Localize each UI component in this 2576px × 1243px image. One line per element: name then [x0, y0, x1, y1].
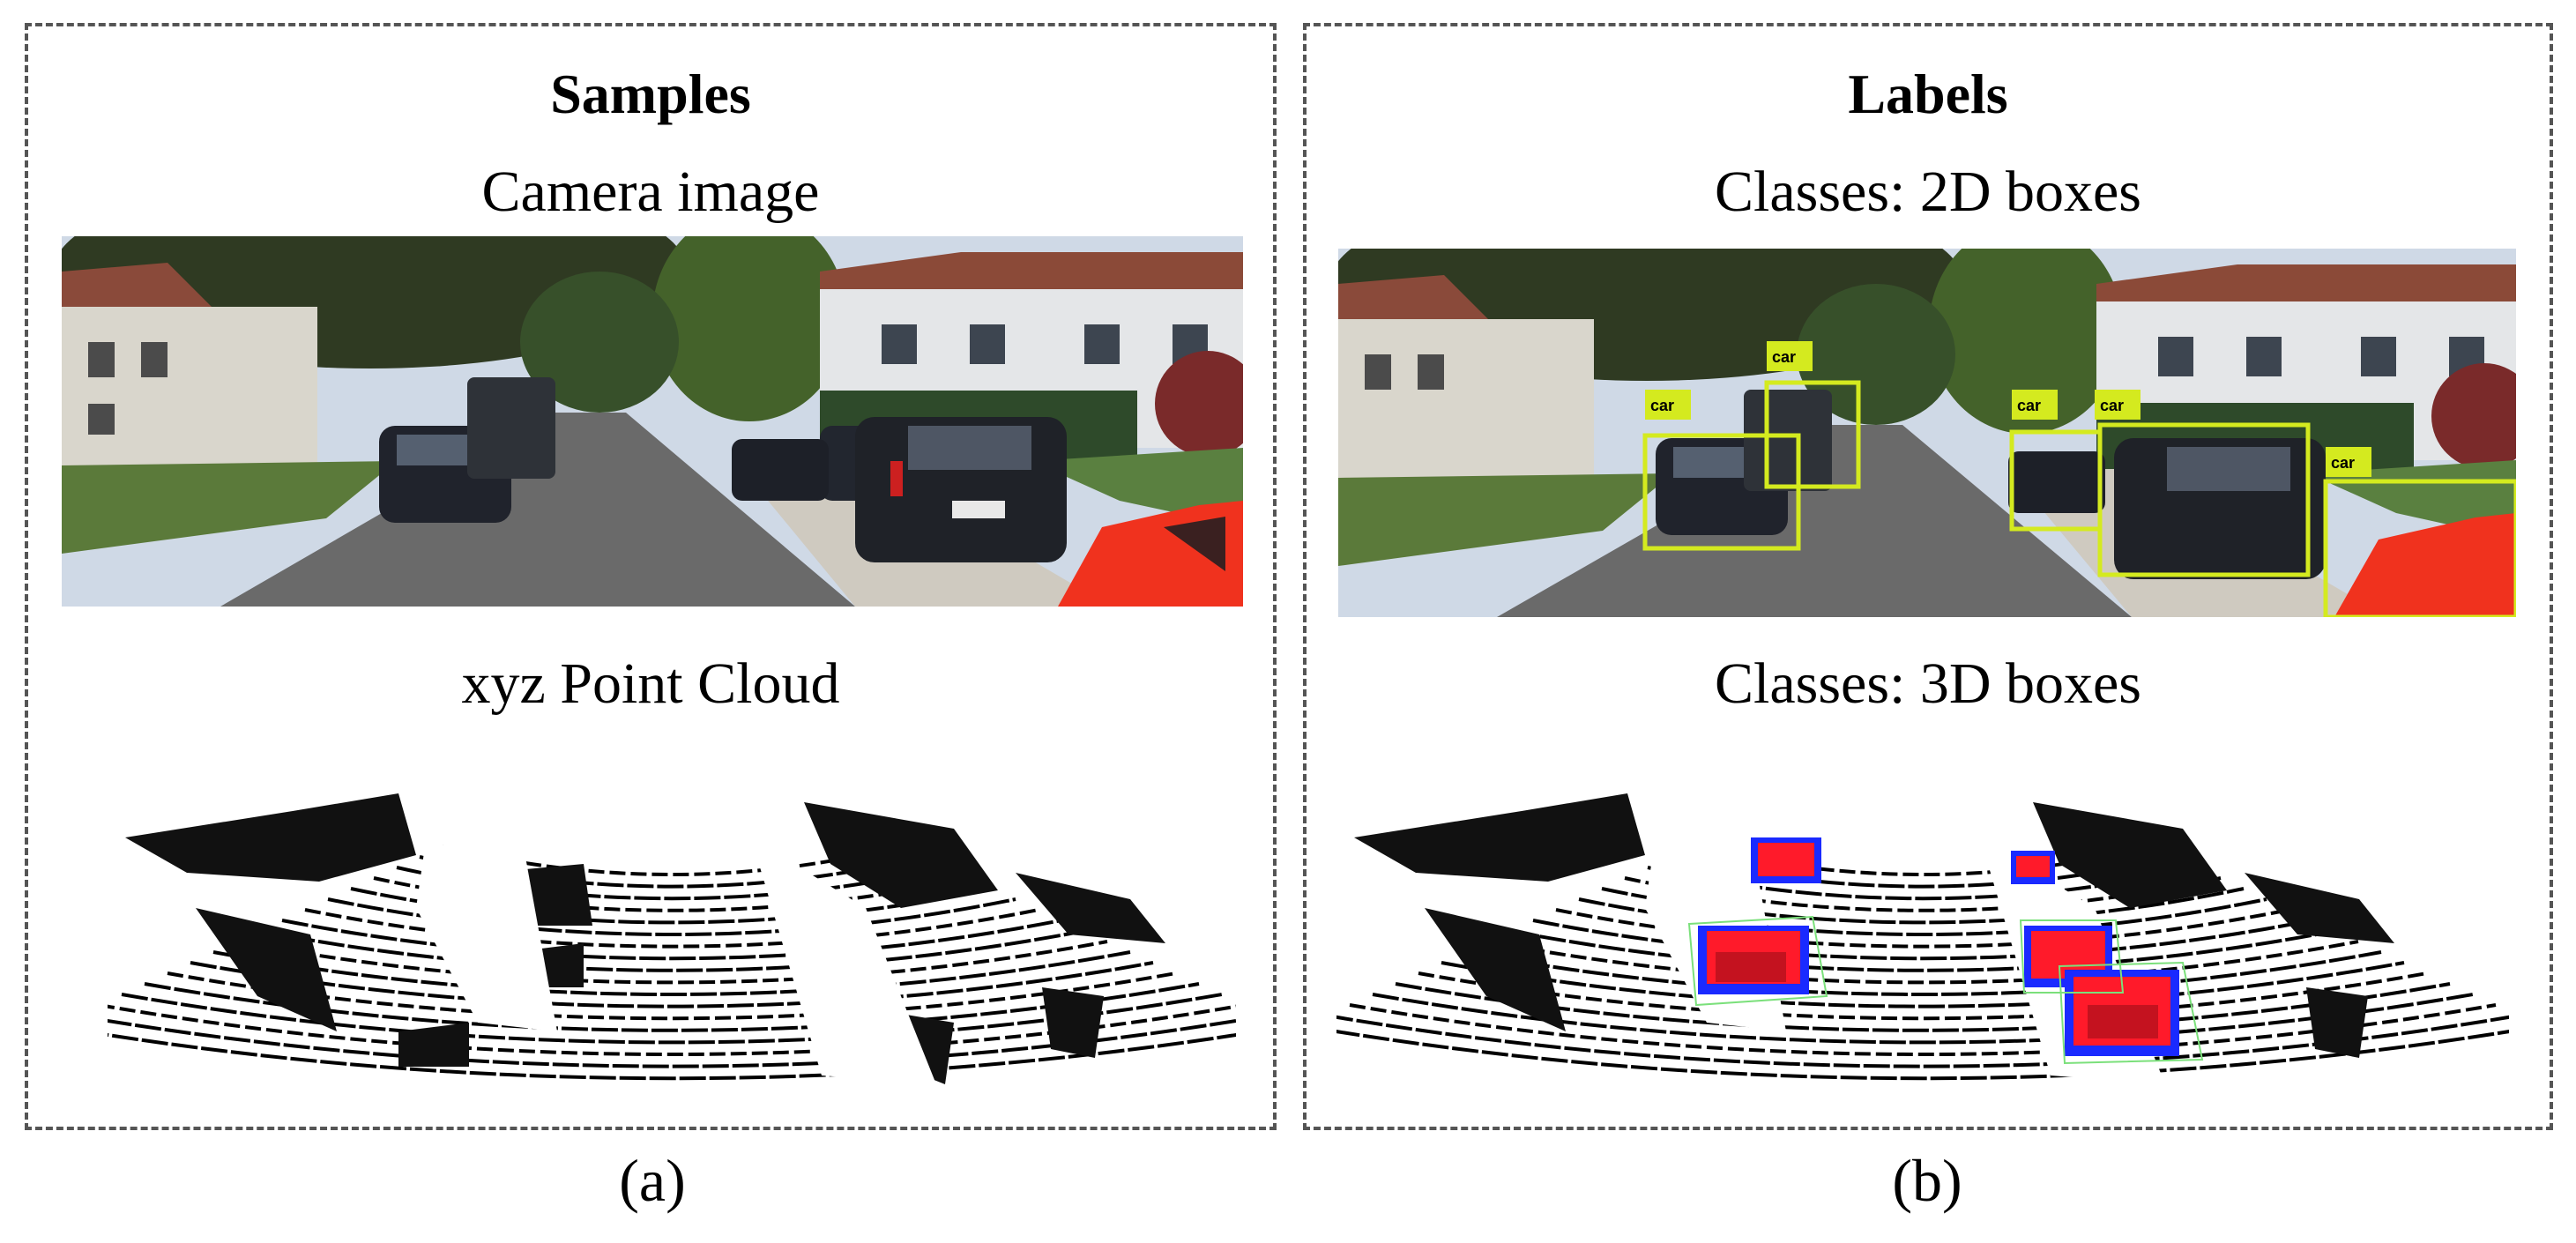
scan-line: [190, 961, 1154, 1009]
samples-heading: Samples: [550, 63, 751, 125]
point-cloud-label: xyz Point Cloud: [461, 651, 840, 716]
car-tag: car: [2331, 454, 2355, 472]
point-cloud-image: [108, 732, 1236, 1120]
scan-line: [304, 908, 1039, 949]
caption-a: (a): [619, 1147, 686, 1214]
3d-boxes: [1698, 837, 2179, 1056]
box-tags: car car car car car: [1645, 341, 2371, 477]
labels-heading: Labels: [1848, 63, 2008, 125]
2d-boxes: [1642, 380, 2516, 617]
car-tag: car: [1650, 397, 1674, 414]
scan-line: [1441, 961, 2405, 1009]
camera-image: [62, 236, 1243, 607]
camera-image-label: Camera image: [481, 160, 820, 224]
samples-panel: Samples Camera image: [25, 23, 1277, 1130]
scan-line: [108, 1032, 1236, 1081]
scan-line: [1418, 971, 2428, 1021]
2d-boxes-label: Classes: 2D boxes: [1715, 160, 2141, 224]
point-cloud-3d-boxes: [1336, 732, 2509, 1120]
scan-line: [1463, 950, 2382, 996]
scan-line: [1486, 940, 2359, 985]
3d-boxes-label: Classes: 3D boxes: [1715, 651, 2141, 716]
caption-b: (b): [1892, 1147, 1962, 1214]
labels-panel: Labels Classes: 2D boxes: [1303, 23, 2553, 1130]
scan-line: [281, 919, 1062, 961]
camera-image-2d-boxes: car car car car car: [1338, 249, 2516, 617]
scan-line: [1509, 929, 2336, 972]
scan-line: [235, 940, 1108, 985]
scan-line: [258, 929, 1085, 972]
scan-line: [212, 950, 1131, 996]
scan-line: [1372, 993, 2474, 1045]
car-tag: car: [2100, 397, 2124, 414]
car-tag: car: [1772, 348, 1796, 366]
scan-line: [1532, 919, 2313, 961]
car-tag: car: [2017, 397, 2041, 414]
